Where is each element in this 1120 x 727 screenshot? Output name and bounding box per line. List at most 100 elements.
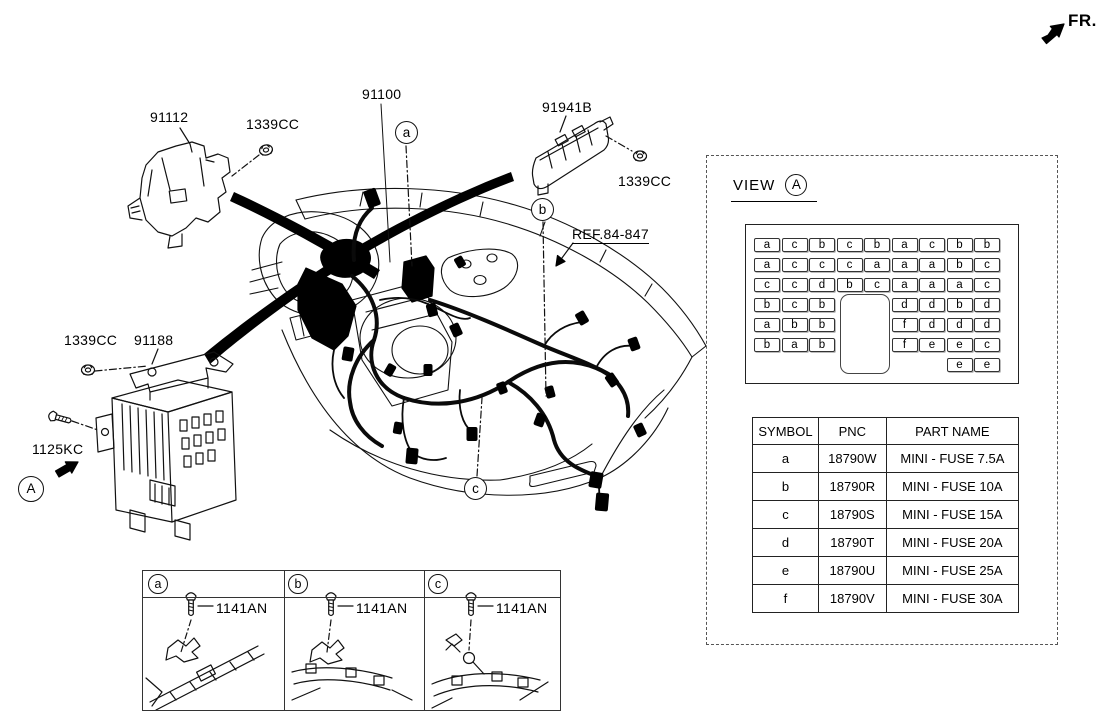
leader-1339cc-top [231,154,260,177]
fuse-cell: b [809,238,835,252]
fuse-cell: c [781,278,808,292]
fuse-cell: b [809,338,835,352]
fuse-cell: d [891,298,918,312]
view-title-text: VIEW [733,176,776,194]
callout-view-a: A [18,476,44,502]
panel-b-art [291,592,413,701]
fuse-cell: b [946,238,973,252]
fuse-cell: f [891,338,918,352]
leader-91188 [151,348,159,365]
panel-b-callout: b [288,574,308,594]
fuse-cell: d [919,318,945,332]
panel-divider [284,571,285,710]
part-label-91100: 91100 [362,86,402,102]
fuse-table-cell: d [752,528,819,557]
fuse-cell: c [864,278,890,292]
fuse-cell: c [836,238,863,252]
leader-1339cc-left [94,365,149,372]
ref-label: REF.84-847 [572,226,649,244]
fuse-cell: b [754,298,780,312]
fuse-cell: b [864,238,890,252]
fuse-cell: a [781,338,808,352]
fuse-cell: f [891,318,918,332]
fuse-table-cell: MINI - FUSE 10A [885,472,1020,501]
fuse-cell: a [919,278,945,292]
fuse-cell: b [809,298,835,312]
panel-c-callout: c [428,574,448,594]
harness-connectors [322,187,647,512]
fuse-cell: c [836,258,863,272]
fuse-table-cell: MINI - FUSE 7.5A [885,444,1020,473]
ref-arrowhead [555,254,566,267]
relay-slot [840,294,890,374]
fuse-table-cell: f [752,584,819,613]
fuse-cell: c [974,338,1000,352]
harness-blob [297,238,435,351]
fuse-cell: e [919,338,945,352]
fuse-cell: c [781,298,808,312]
fuse-cell: a [919,258,945,272]
panel-a-callout: a [148,574,168,594]
leader-91100 [380,103,391,263]
fuse-table-header-cell: PART NAME [885,417,1020,445]
harness-wires [347,206,631,478]
leader-1125kc [71,420,99,431]
leader-callout-a [405,145,413,267]
fuse-table-cell: c [752,500,819,529]
fuse-table-cell: MINI - FUSE 15A [885,500,1020,529]
fuse-cell: c [919,238,945,252]
panel-a-art [145,592,265,711]
fuse-cell: a [754,258,780,272]
fuse-cell: d [919,298,945,312]
part-91941b-drawing [531,116,614,196]
panel-c-art [431,592,549,709]
fuse-cell: e [974,358,1000,372]
panel-a-bolt-label: 1141AN [216,600,268,616]
nut-icon [80,364,96,376]
fuse-table-header-cell: PNC [817,417,887,445]
fuse-table-cell: b [752,472,819,501]
fuse-cell: b [754,338,780,352]
fuse-cell: b [974,238,1000,252]
leader-91112 [179,127,191,145]
part-label-1339cc-right: 1339CC [618,173,672,189]
callout-a: a [395,121,418,144]
fuse-cell: c [754,278,780,292]
fuse-table-header-cell: SYMBOL [752,417,819,445]
fuse-cell: a [891,238,918,252]
fuse-cell: b [946,258,973,272]
fuse-cell: e [946,338,973,352]
fuse-table-cell: MINI - FUSE 20A [885,528,1020,557]
fuse-table-cell: 18790T [817,528,887,557]
mounting-panels: a b c [142,570,561,711]
fuse-cell: b [946,298,973,312]
leader-1339cc-right [605,135,633,152]
part-label-91188: 91188 [134,332,174,348]
fuse-table-cell: 18790S [817,500,887,529]
callout-c: c [464,477,487,500]
panel-header-line [143,597,560,598]
fuse-cell: c [781,258,808,272]
leader-callout-c [476,397,483,477]
fuse-cell: b [781,318,808,332]
callout-b: b [531,198,554,221]
fuse-cell: a [946,278,973,292]
fuse-cell: a [864,258,890,272]
fr-label: FR. [1068,11,1097,30]
part-91188-drawing [95,351,237,541]
fuse-cell: d [946,318,973,332]
part-91112-drawing [127,141,231,249]
fuse-cell: a [891,258,918,272]
fuse-cell: d [809,278,835,292]
part-label-91112: 91112 [150,109,189,125]
